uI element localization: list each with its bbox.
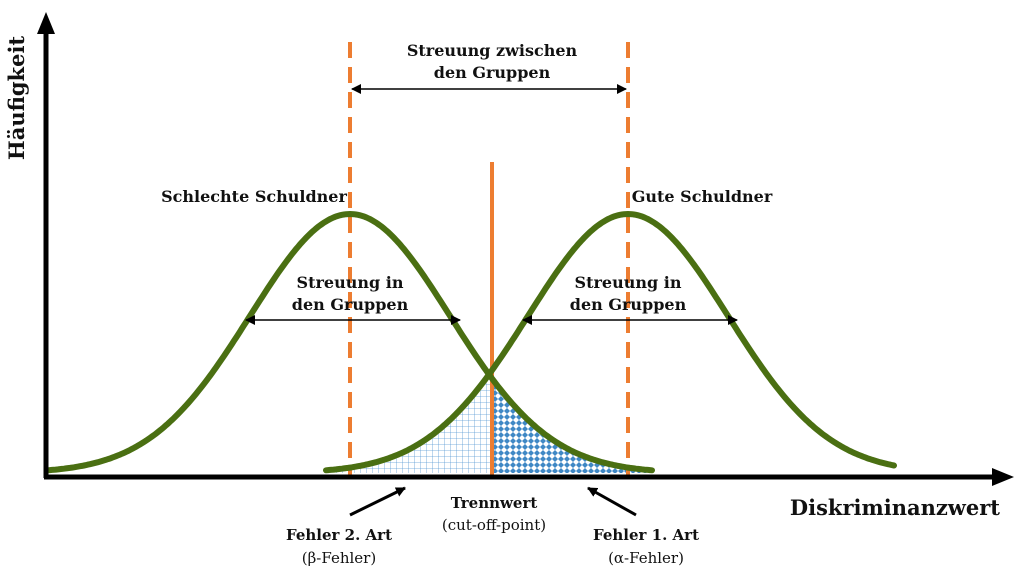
- error2-pointer-arrow: [349, 486, 406, 517]
- within-left-label-line1: Streuung in: [297, 273, 404, 292]
- bad-debtors-label: Schlechte Schuldner: [161, 187, 347, 206]
- bad-debtors-curve: [45, 210, 655, 474]
- y-axis-label: Häufigkeit: [4, 36, 29, 161]
- within-right-label-line1: Streuung in: [575, 273, 682, 292]
- between-label-line1: Streuung zwischen: [407, 41, 578, 60]
- alpha-error-area: [492, 378, 652, 473]
- x-axis-label: Diskriminanzwert: [790, 495, 1000, 520]
- beta-error-area: [330, 370, 492, 473]
- within-right-label-line2: den Gruppen: [570, 295, 687, 314]
- between-label-line2: den Gruppen: [434, 63, 551, 82]
- good-debtors-label: Gute Schuldner: [632, 187, 773, 206]
- y-axis-arrowhead: [37, 12, 55, 34]
- error2-label-line2: (β-Fehler): [302, 549, 376, 567]
- cutoff-label-line2: (cut-off-point): [442, 516, 546, 534]
- within-left-label-line2: den Gruppen: [292, 295, 409, 314]
- error2-label-line1: Fehler 2. Art: [286, 526, 392, 544]
- cutoff-label-line1: Trennwert: [451, 494, 538, 512]
- error1-label-line2: (α-Fehler): [608, 549, 684, 567]
- good-debtors-curve: [323, 210, 897, 474]
- error1-label-line1: Fehler 1. Art: [593, 526, 699, 544]
- error1-pointer-arrow: [587, 486, 637, 517]
- x-axis-arrowhead: [992, 468, 1014, 486]
